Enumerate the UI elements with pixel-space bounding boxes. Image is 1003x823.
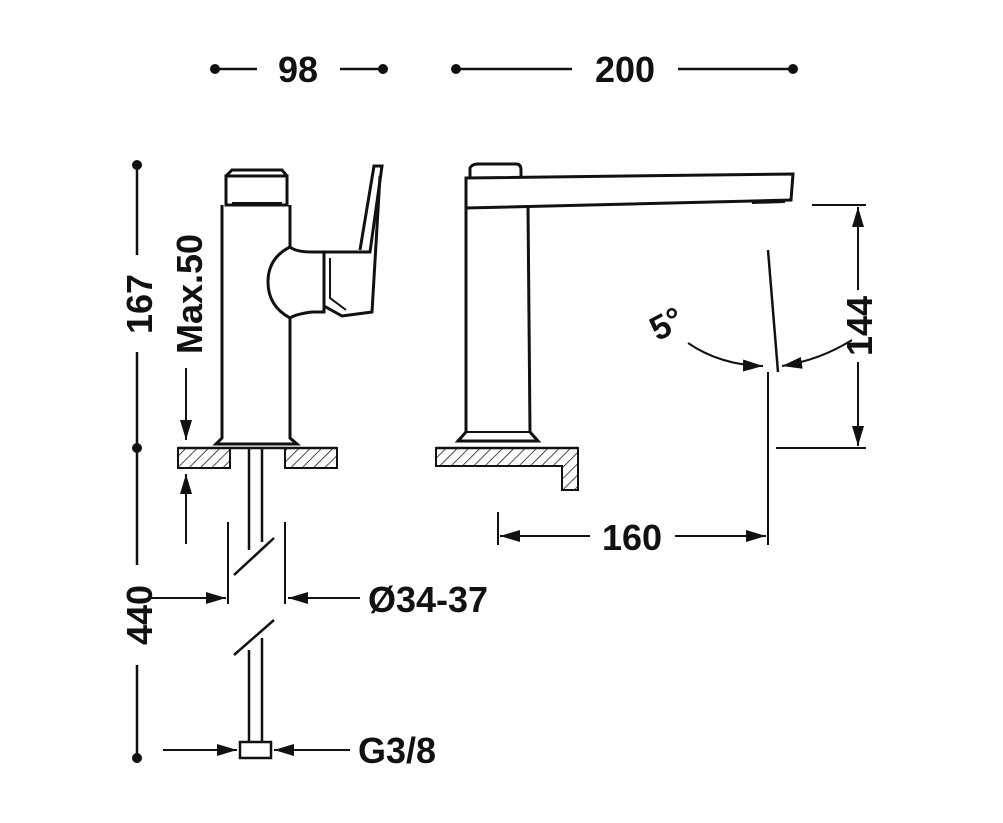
dimension-label-max50: Max.50	[169, 234, 210, 354]
dimension-167: 167	[119, 160, 160, 453]
dimension-label-connection: G3/8	[358, 730, 436, 771]
dimension-angle: 5°	[644, 300, 853, 372]
dimension-label-angle: 5°	[644, 300, 691, 349]
dimension-label-160: 160	[602, 517, 662, 558]
dimension-hole-diameter: Ø34-37	[150, 579, 488, 620]
water-stream	[766, 249, 780, 545]
dimension-160: 160	[497, 512, 766, 558]
dimension-98: 98	[210, 49, 388, 90]
dimension-200: 200	[451, 49, 798, 90]
dimension-144: 144	[776, 204, 880, 449]
dimension-label-diameter: Ø34-37	[368, 579, 488, 620]
dimension-label-440: 440	[119, 585, 160, 645]
dimension-label-144: 144	[839, 296, 880, 356]
dimension-440: 440	[119, 448, 160, 763]
dimension-connection: G3/8	[163, 730, 436, 771]
countertop-front	[435, 446, 579, 491]
supply-hose	[227, 448, 286, 760]
dimension-max-50: Max.50	[169, 234, 210, 544]
faucet-front-view	[454, 162, 795, 443]
countertop-side	[177, 446, 338, 469]
dimension-label-98: 98	[278, 49, 318, 90]
dimension-label-200: 200	[595, 49, 655, 90]
faucet-side-view	[212, 164, 384, 446]
hose-connector	[238, 740, 273, 760]
dimension-label-167: 167	[119, 274, 160, 334]
